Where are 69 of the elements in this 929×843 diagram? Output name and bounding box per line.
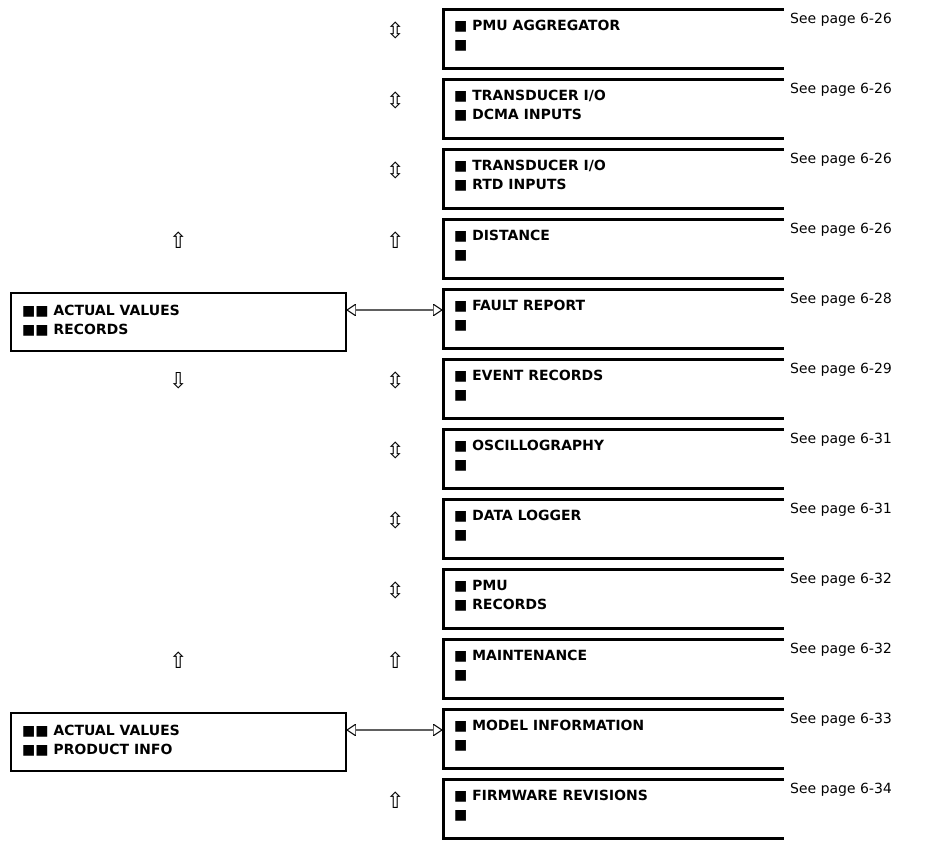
navigation-arrow: ⇳ bbox=[386, 510, 404, 534]
navigation-arrow: ⇳ bbox=[386, 20, 404, 44]
menu-box bbox=[442, 498, 784, 560]
page-reference: See page 6-32 bbox=[790, 641, 892, 657]
menu-item-text: ■■ ACTUAL VALUES bbox=[22, 302, 180, 321]
menu-item-text: ■ EVENT RECORDS bbox=[454, 367, 604, 386]
menu-item-text: ■■ PRODUCT INFO bbox=[22, 741, 172, 760]
navigation-arrow: ⇧ bbox=[169, 230, 188, 254]
navigation-arrow: ⇳ bbox=[386, 580, 404, 604]
page-reference: See page 6-32 bbox=[790, 571, 892, 587]
menu-item-text: ■■ RECORDS bbox=[22, 321, 128, 340]
menu-item-text: ■ RTD INPUTS bbox=[454, 176, 566, 195]
navigation-arrow: ⇩ bbox=[169, 370, 188, 394]
menu-box bbox=[442, 148, 784, 210]
menu-item-text: ■ PMU bbox=[454, 577, 508, 596]
menu-box bbox=[442, 568, 784, 630]
navigation-arrow: ⇧ bbox=[169, 650, 188, 674]
menu-header-box bbox=[10, 712, 347, 772]
navigation-arrow: ⇳ bbox=[386, 90, 404, 114]
menu-box bbox=[442, 708, 784, 770]
menu-box bbox=[442, 78, 784, 140]
menu-item-text: ■ bbox=[454, 806, 468, 825]
double-arrow bbox=[346, 303, 443, 317]
menu-item-text: ■ DATA LOGGER bbox=[454, 507, 582, 526]
menu-box bbox=[442, 218, 784, 280]
navigation-arrow: ⇳ bbox=[386, 370, 404, 394]
menu-box bbox=[442, 288, 784, 350]
page-reference: See page 6-26 bbox=[790, 11, 892, 27]
menu-item-text: ■ FAULT REPORT bbox=[454, 297, 586, 316]
double-arrow bbox=[346, 723, 443, 737]
navigation-arrow: ⇳ bbox=[386, 440, 404, 464]
menu-item-text: ■ bbox=[454, 736, 468, 755]
menu-item-text: ■ MAINTENANCE bbox=[454, 647, 588, 666]
page-reference: See page 6-28 bbox=[790, 291, 892, 307]
page-reference: See page 6-26 bbox=[790, 221, 892, 237]
page-reference: See page 6-31 bbox=[790, 501, 892, 517]
page-reference: See page 6-26 bbox=[790, 81, 892, 97]
page-reference: See page 6-33 bbox=[790, 711, 892, 727]
menu-item-text: ■ bbox=[454, 666, 468, 685]
menu-item-text: ■ DISTANCE bbox=[454, 227, 550, 246]
menu-item-text: ■ TRANSDUCER I/O bbox=[454, 87, 606, 106]
navigation-arrow: ⇧ bbox=[386, 650, 404, 674]
menu-item-text: ■ OSCILLOGRAPHY bbox=[454, 437, 604, 456]
menu-box bbox=[442, 778, 784, 840]
menu-item-text: ■ DCMA INPUTS bbox=[454, 106, 582, 125]
menu-box bbox=[442, 638, 784, 700]
page-reference: See page 6-29 bbox=[790, 361, 892, 377]
menu-item-text: ■ bbox=[454, 36, 468, 55]
page-reference: See page 6-31 bbox=[790, 431, 892, 447]
menu-item-text: ■ bbox=[454, 526, 468, 545]
menu-item-text: ■ bbox=[454, 386, 468, 405]
menu-item-text: ■ bbox=[454, 456, 468, 475]
menu-item-text: ■ bbox=[454, 246, 468, 265]
navigation-arrow: ⇳ bbox=[386, 160, 404, 184]
navigation-arrow: ⇧ bbox=[386, 790, 404, 814]
menu-box bbox=[442, 358, 784, 420]
menu-item-text: ■ FIRMWARE REVISIONS bbox=[454, 787, 648, 806]
menu-header-box bbox=[10, 292, 347, 352]
menu-item-text: ■ TRANSDUCER I/O bbox=[454, 157, 606, 176]
menu-box bbox=[442, 8, 784, 70]
menu-item-text: ■ bbox=[454, 316, 468, 335]
menu-item-text: ■■ ACTUAL VALUES bbox=[22, 722, 180, 741]
menu-item-text: ■ MODEL INFORMATION bbox=[454, 717, 644, 736]
menu-box bbox=[442, 428, 784, 490]
navigation-arrow: ⇧ bbox=[386, 230, 404, 254]
menu-item-text: ■ RECORDS bbox=[454, 596, 548, 615]
page-reference: See page 6-26 bbox=[790, 151, 892, 167]
page-reference: See page 6-34 bbox=[790, 781, 892, 797]
menu-item-text: ■ PMU AGGREGATOR bbox=[454, 17, 620, 36]
